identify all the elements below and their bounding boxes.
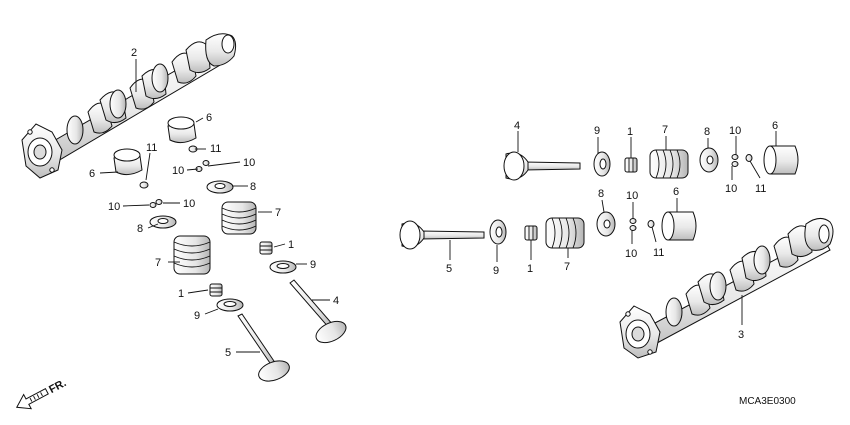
tappet-part-6-right-upper <box>763 145 799 175</box>
callout-9: 9 <box>310 259 316 271</box>
cotters-part-10-right-lower <box>629 218 637 231</box>
callout-11: 11 <box>755 183 766 195</box>
callout-11: 11 <box>653 247 664 259</box>
valve-spring-part-7-right-lower <box>545 217 585 249</box>
spring-retainer-part-8-right-upper <box>699 147 719 173</box>
callout-4: 4 <box>333 295 339 307</box>
intake-valve-part-5-right <box>399 220 485 250</box>
cotters-part-10-right-upper <box>731 154 739 167</box>
spring-retainer-part-8-left-upper <box>206 180 234 194</box>
spring-retainer-part-8-right-lower <box>596 211 616 237</box>
callout-8: 8 <box>137 223 143 235</box>
valve-spring-part-7-left-upper <box>221 201 257 235</box>
callout-8: 8 <box>704 126 710 138</box>
callout-11: 11 <box>146 142 157 154</box>
camshaft-part-2 <box>21 33 237 179</box>
callout-4: 4 <box>514 120 520 132</box>
callout-10: 10 <box>729 125 741 137</box>
callout-6: 6 <box>89 168 95 180</box>
tappet-part-6-right-lower <box>661 211 697 241</box>
tappet-part-6-left-upper <box>167 116 197 144</box>
callout-10: 10 <box>243 157 255 169</box>
callout-11: 11 <box>210 143 221 155</box>
shim-part-11-right-upper <box>745 154 753 162</box>
callout-6: 6 <box>772 120 778 132</box>
callout-7: 7 <box>662 124 668 136</box>
cotters-part-10-left-upper <box>195 160 210 172</box>
shim-part-11-left-lower <box>139 181 149 189</box>
spring-seat-part-9-right-lower <box>489 219 507 245</box>
callout-1: 1 <box>178 288 184 300</box>
callout-9: 9 <box>194 310 200 322</box>
callout-10: 10 <box>626 190 638 202</box>
callout-7: 7 <box>275 207 281 219</box>
callout-6: 6 <box>673 186 679 198</box>
camshaft-part-3 <box>619 218 834 359</box>
diagram-code: MCA3E0300 <box>739 396 796 407</box>
valve-spring-part-7-left-lower <box>173 235 211 275</box>
callout-5: 5 <box>446 263 452 275</box>
stem-seal-part-1-left-lower <box>209 283 223 297</box>
cotters-part-10-left-lower <box>149 199 163 208</box>
callout-10: 10 <box>172 165 184 177</box>
callout-10: 10 <box>183 198 195 210</box>
tappet-part-6-left-lower <box>113 148 143 176</box>
callout-10: 10 <box>108 201 120 213</box>
exhaust-valve-part-4-left <box>289 279 347 344</box>
callout-labels: 2 6 11 6 11 10 10 8 10 10 8 7 1 7 9 1 4 … <box>89 47 778 359</box>
exhaust-valve-part-4-right <box>503 151 581 181</box>
callout-7: 7 <box>564 261 570 273</box>
intake-valve-part-5-left <box>237 313 290 382</box>
stem-seal-part-1-right-upper <box>624 157 638 173</box>
callout-7: 7 <box>155 257 161 269</box>
leader-lines <box>99 59 777 353</box>
valve-spring-part-7-right-upper <box>649 149 689 179</box>
shim-part-11-right-lower <box>647 220 655 228</box>
callout-1: 1 <box>288 239 294 251</box>
callout-8: 8 <box>598 188 604 200</box>
stem-seal-part-1-left-upper <box>259 241 273 255</box>
callout-9: 9 <box>594 125 600 137</box>
spring-seat-part-9-left-upper <box>269 260 297 274</box>
callout-1: 1 <box>527 263 533 275</box>
callout-5: 5 <box>225 347 231 359</box>
stem-seal-part-1-right-lower <box>524 225 538 241</box>
callout-2: 2 <box>131 47 137 59</box>
callout-10: 10 <box>725 183 737 195</box>
callout-3: 3 <box>738 329 744 341</box>
callout-1: 1 <box>627 126 633 138</box>
spring-seat-part-9-left-lower <box>216 298 244 312</box>
front-direction-arrow: FR. <box>16 377 68 410</box>
callout-10: 10 <box>625 248 637 260</box>
callout-9: 9 <box>493 265 499 277</box>
spring-retainer-part-8-left-lower <box>149 215 177 229</box>
spring-seat-part-9-right-upper <box>593 151 611 177</box>
callout-8: 8 <box>250 181 256 193</box>
front-direction-label: FR. <box>47 377 68 396</box>
callout-6: 6 <box>206 112 212 124</box>
